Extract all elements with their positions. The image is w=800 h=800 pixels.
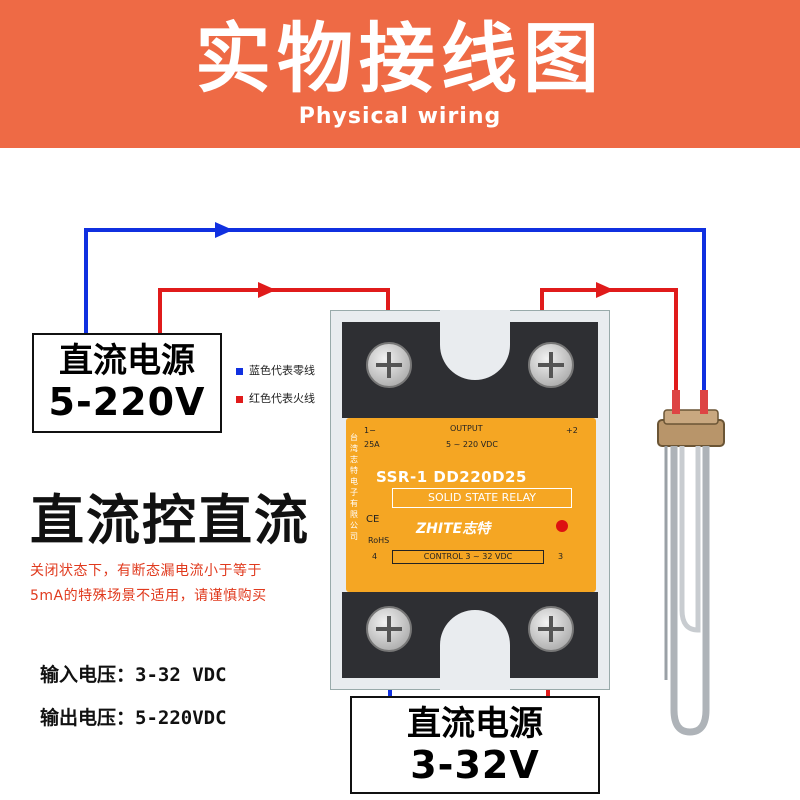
dc-supply-top-voltage: 5-220V <box>48 380 206 424</box>
red-arrow-icon-left <box>258 282 276 298</box>
dc-supply-bottom-voltage: 3-32V <box>410 743 540 787</box>
solid-state-relay: 台湾志特电子有限公司 1− OUTPUT +2 25A 5 ~ 220 VDC … <box>330 310 610 690</box>
relay-type: SOLID STATE RELAY <box>392 488 572 508</box>
relay-vertical-text: 台湾志特电子有限公司 <box>350 433 358 541</box>
terminal-1-label: 1− <box>364 426 376 435</box>
terminal-3-label: 3 <box>558 552 564 561</box>
control-voltage: CONTROL 3 ~ 32 VDC <box>392 550 544 564</box>
blue-neutral-wire <box>84 228 706 390</box>
blue-arrow-icon <box>215 222 233 238</box>
control-type-title: 直流控直流 <box>30 489 310 552</box>
screw-terminal-3-icon[interactable] <box>528 606 574 652</box>
legend-red-text: 红色代表火线 <box>249 392 315 405</box>
legend-blue: 蓝色代表零线 <box>236 362 315 378</box>
screw-terminal-1-icon[interactable] <box>366 342 412 388</box>
ce-mark: CE <box>366 514 380 525</box>
dc-supply-top-box: 直流电源 5-220V <box>32 333 222 433</box>
blue-swatch-icon <box>236 367 243 375</box>
screw-terminal-4-icon[interactable] <box>366 606 412 652</box>
relay-model: SSR-1 DD220D25 <box>376 468 527 486</box>
rohs-mark: RoHS <box>368 536 390 545</box>
dc-supply-bottom-box: 直流电源 3-32V <box>350 696 600 794</box>
relay-label: 台湾志特电子有限公司 1− OUTPUT +2 25A 5 ~ 220 VDC … <box>346 418 596 592</box>
note-line-1: 关闭状态下，有断态漏电流小于等于 <box>30 563 262 579</box>
output-voltage: 5 ~ 220 VDC <box>446 440 498 449</box>
spec-input: 输入电压：3-32 VDC <box>40 664 227 686</box>
dc-supply-bottom-label: 直流电源 <box>407 704 543 744</box>
legend-red: 红色代表火线 <box>236 390 315 406</box>
brand-logo: ZHITE志特 <box>416 521 491 537</box>
screw-terminal-2-icon[interactable] <box>528 342 574 388</box>
note-line-2: 5mA的特殊场景不适用，请谨慎购买 <box>30 588 267 604</box>
legend-blue-text: 蓝色代表零线 <box>249 364 315 377</box>
indicator-lamp-icon <box>556 520 568 532</box>
heating-element-icon <box>657 390 725 736</box>
page-title: 实物接线图 <box>195 14 605 103</box>
relay-top-notch <box>440 310 510 380</box>
page-subtitle: Physical wiring <box>298 104 502 129</box>
header-banner: 实物接线图 Physical wiring <box>0 0 800 148</box>
terminal-4-label: 4 <box>372 552 378 561</box>
spec-output: 输出电压：5-220VDC <box>40 707 227 729</box>
red-swatch-icon <box>236 395 243 403</box>
output-label: OUTPUT <box>450 424 483 433</box>
terminal-2-label: +2 <box>566 426 578 435</box>
dc-supply-top-label: 直流电源 <box>59 341 195 381</box>
current-rating: 25A <box>364 440 380 449</box>
red-arrow-icon-right <box>596 282 614 298</box>
relay-bottom-notch <box>440 610 510 690</box>
